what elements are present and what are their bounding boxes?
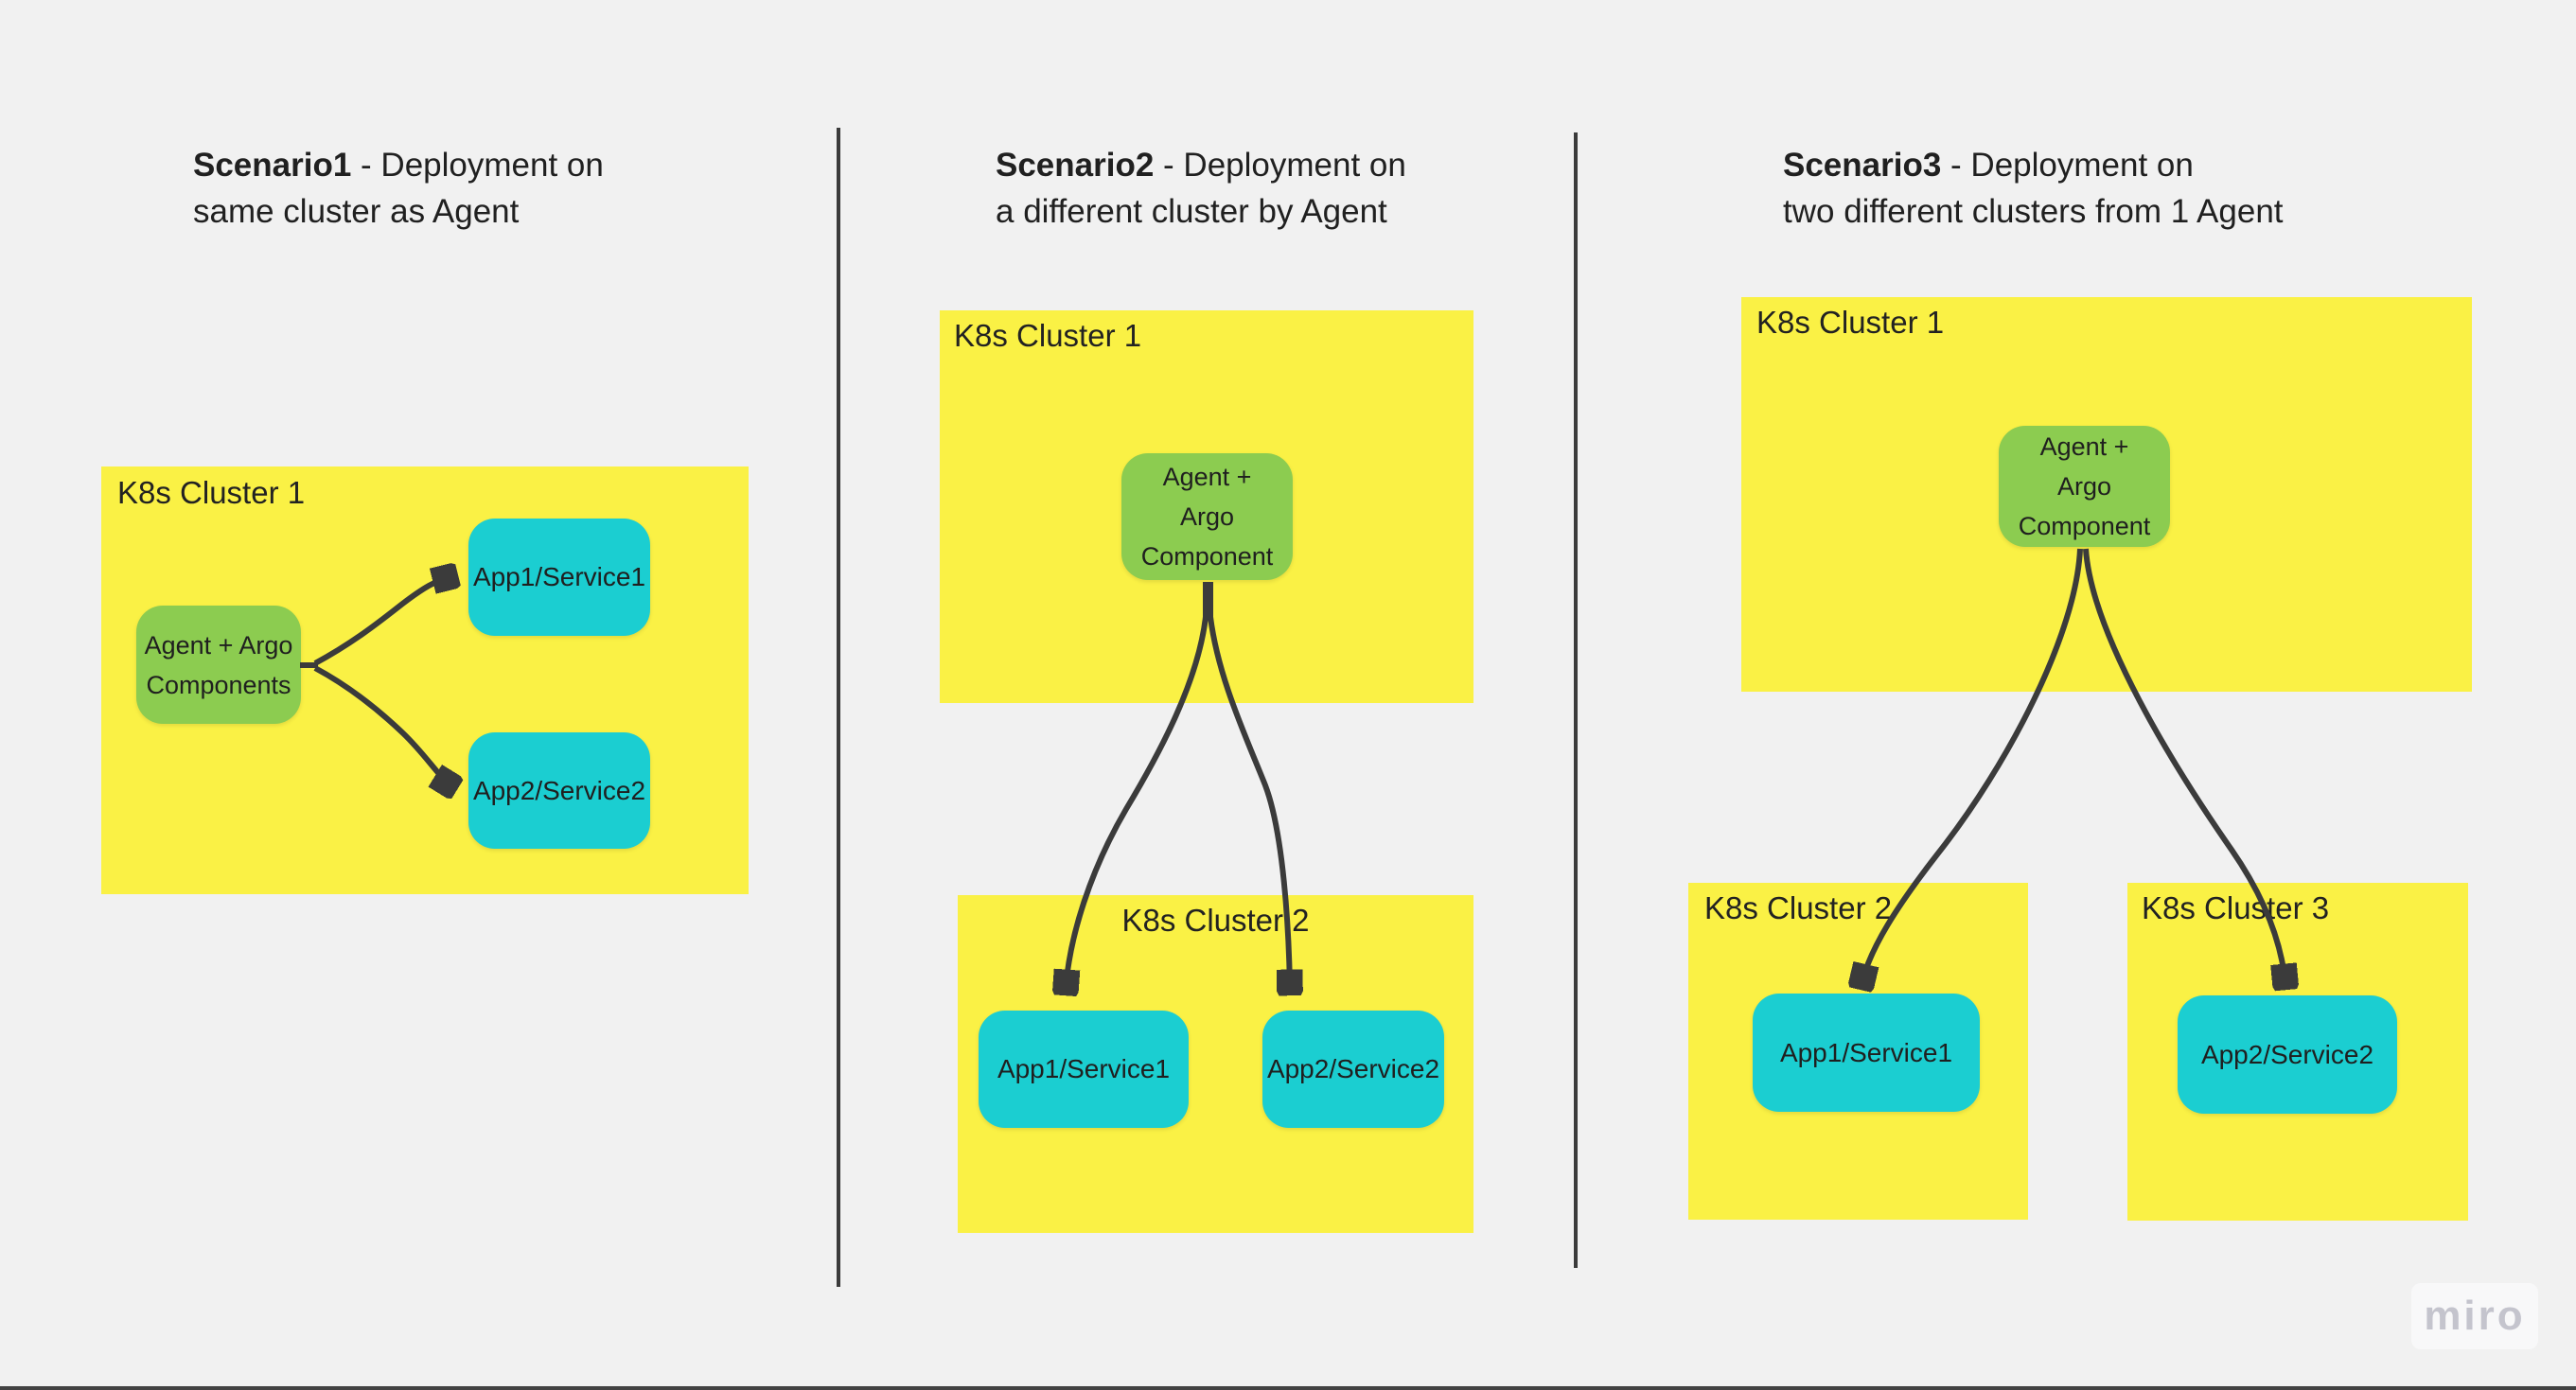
miro-watermark-label: miro	[2424, 1293, 2526, 1339]
scenario1-agent-line1: Agent + Argo	[144, 630, 293, 660]
scenario3-app1-note: App1/Service1	[1753, 994, 1980, 1112]
scenario3-app2-note: App2/Service2	[2178, 995, 2397, 1114]
scenario2-cluster2-label: K8s Cluster 2	[1121, 903, 1310, 938]
scenario3-app1-label: App1/Service1	[1779, 1037, 1953, 1067]
scenario3-cluster1-label: K8s Cluster 1	[1756, 305, 1945, 340]
scenario3-agent-line2: Argo	[2056, 472, 2112, 501]
scenario1-title-line2: same cluster as Agent	[193, 193, 520, 230]
scenario1-agent-note: Agent + Argo Components	[136, 606, 301, 724]
scenario1-app2-note: App2/Service2	[468, 732, 650, 849]
scenario1-agent-line2: Components	[146, 670, 291, 699]
scenario2-title-line1: Scenario2 - Deployment on	[996, 142, 1406, 188]
scenario2-app1-label: App1/Service1	[997, 1054, 1171, 1083]
scenario3-cluster2-label: K8s Cluster 2	[1704, 890, 1893, 925]
scenario3-title: Scenario3 - Deployment on two different …	[1783, 142, 2284, 235]
scenario2-app2-note: App2/Service2	[1262, 1011, 1444, 1128]
scenario1-title: Scenario1 - Deployment on same cluster a…	[193, 142, 604, 235]
scenario2-cluster1-label: K8s Cluster 1	[954, 318, 1142, 353]
scenario3-app2-label: App2/Service2	[2200, 1039, 2374, 1069]
scenario2-agent-note: Agent + Argo Component	[1121, 453, 1293, 580]
scenario3-agent-line3: Component	[2018, 512, 2151, 540]
scenario2-agent-line2: Argo	[1179, 502, 1235, 531]
scenario3-title-line1: Scenario3 - Deployment on	[1783, 142, 2284, 188]
column-divider-1	[837, 128, 840, 1287]
scenario2-title-line2: a different cluster by Agent	[996, 193, 1387, 230]
scenario3-title-line2: two different clusters from 1 Agent	[1783, 193, 2284, 230]
scenario3-title-bold: Scenario3	[1783, 147, 1942, 184]
scenario2-title: Scenario2 - Deployment on a different cl…	[996, 142, 1406, 235]
scenario1-app2-label: App2/Service2	[472, 775, 646, 805]
bottom-edge-bar	[0, 1386, 2576, 1390]
scenario3-agent-line1: Agent +	[2039, 432, 2129, 461]
scenario3-cluster3-label: K8s Cluster 3	[2142, 890, 2330, 925]
column-divider-2	[1574, 132, 1578, 1268]
scenario3-title-rest: - Deployment on	[1941, 147, 2194, 184]
scenario1-title-rest: - Deployment on	[351, 147, 604, 184]
scenario1-app1-note: App1/Service1	[468, 519, 650, 636]
scenario1-cluster1-label: K8s Cluster 1	[117, 475, 306, 510]
scenario2-title-bold: Scenario2	[996, 147, 1155, 184]
scenario2-app1-note: App1/Service1	[979, 1011, 1189, 1128]
scenario1-title-bold: Scenario1	[193, 147, 352, 184]
scenario1-app1-label: App1/Service1	[472, 562, 646, 591]
scenario2-title-rest: - Deployment on	[1154, 147, 1406, 184]
scenario2-app2-label: App2/Service2	[1266, 1054, 1440, 1083]
scenario1-title-line1: Scenario1 - Deployment on	[193, 142, 604, 188]
scenario2-agent-line3: Component	[1140, 542, 1274, 571]
miro-watermark: miro	[2411, 1283, 2538, 1349]
scenario3-agent-note: Agent + Argo Component	[1999, 426, 2170, 547]
scenario2-agent-line1: Agent +	[1162, 463, 1252, 491]
